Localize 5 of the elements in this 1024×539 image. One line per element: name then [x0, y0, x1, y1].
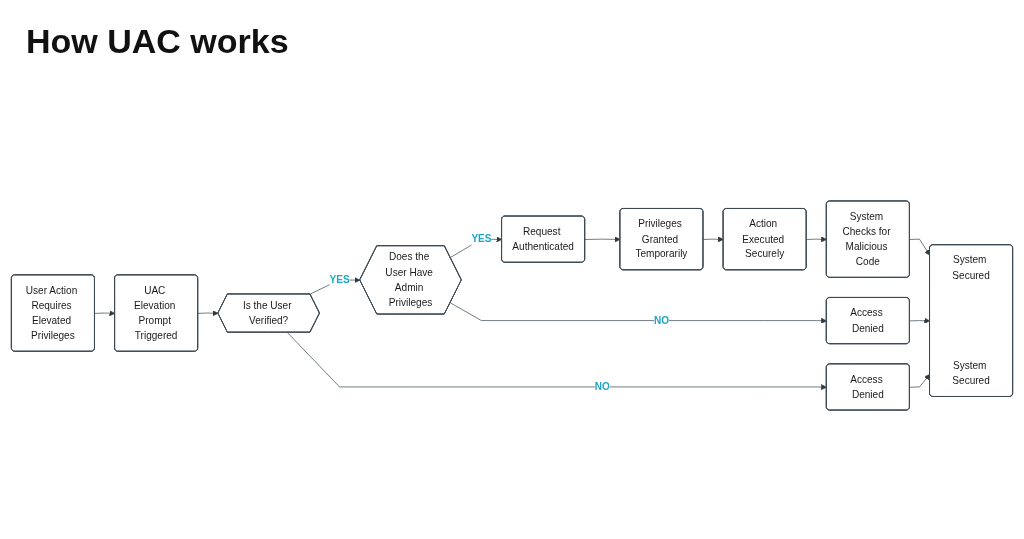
edge-label: YES: [471, 232, 492, 245]
diagram-title: How UAC works: [26, 22, 289, 61]
edge-label: NO: [653, 314, 669, 326]
edge-label: NO: [594, 380, 610, 393]
edge-label: YES: [329, 273, 350, 286]
